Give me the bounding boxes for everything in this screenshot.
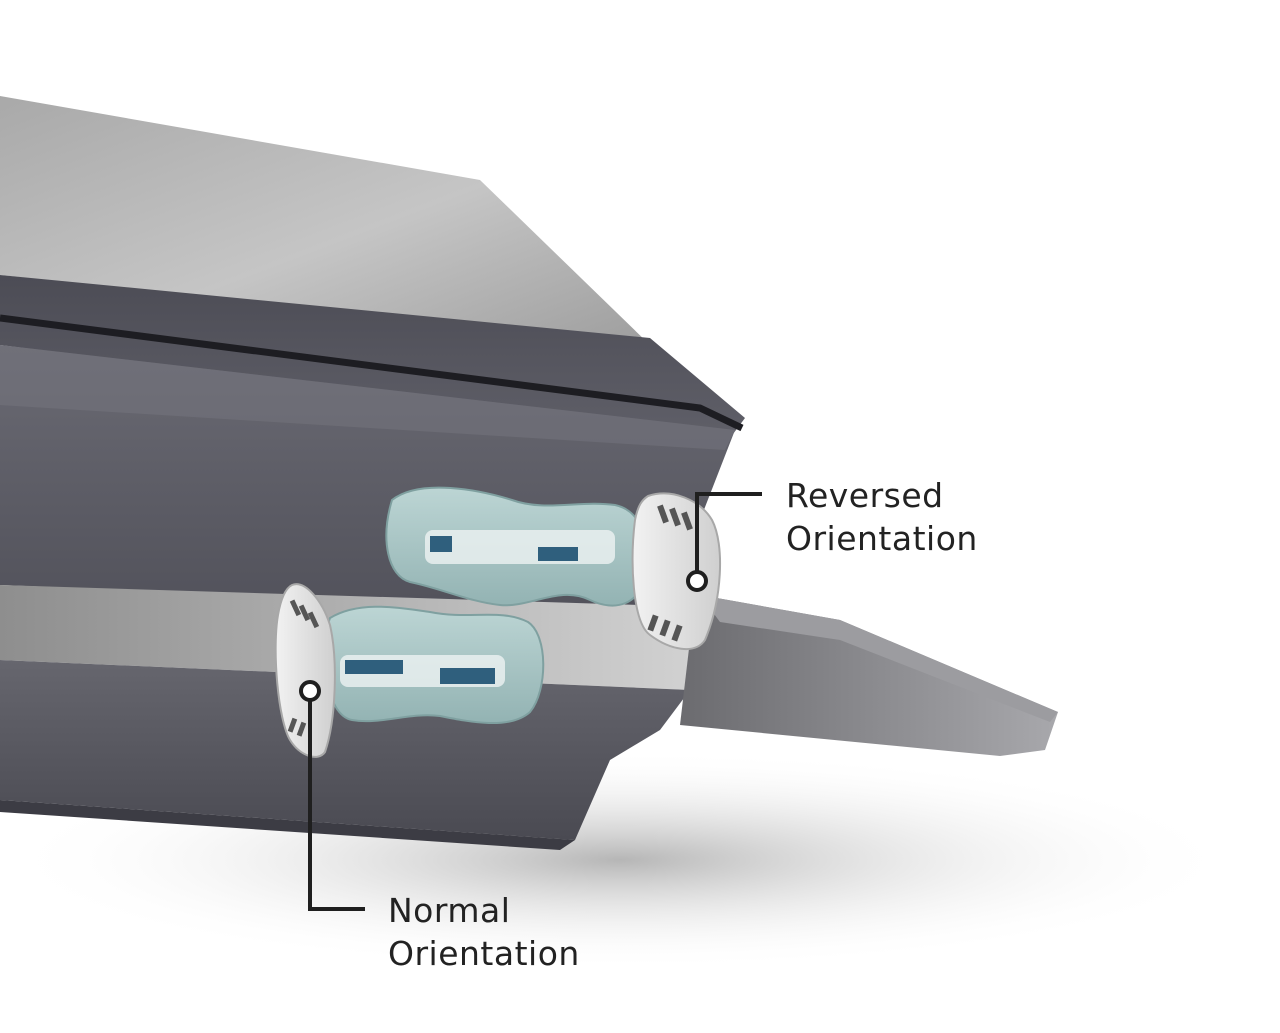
board-body-highlight — [0, 345, 735, 450]
fin-tab-top — [700, 595, 1058, 722]
fin-tab — [680, 595, 1058, 756]
callout-normal — [299, 680, 365, 911]
reversed-label-line2: Orientation — [786, 519, 978, 558]
normal-mount-vents — [287, 599, 320, 737]
normal-label-line2: Orientation — [388, 934, 580, 973]
fin-mount-normal-icon — [274, 583, 545, 758]
reversed-mount-key-right — [538, 547, 578, 561]
fin-mount-reversed-icon — [385, 486, 722, 651]
reversed-label-line1: Reversed — [786, 476, 944, 515]
rail-edge-line — [0, 314, 744, 432]
normal-orientation-label: Normal Orientation — [388, 889, 580, 975]
reversed-mount-vents — [647, 504, 693, 642]
callout-reversed-marker — [686, 570, 708, 592]
callout-reversed — [686, 492, 762, 592]
reversed-orientation-label: Reversed Orientation — [786, 474, 978, 560]
normal-label-line1: Normal — [388, 891, 511, 930]
reversed-mount-slot — [425, 530, 615, 564]
callout-normal-line — [308, 691, 365, 911]
normal-mount-key-left — [345, 660, 403, 674]
reversed-mount-key-left — [430, 536, 452, 552]
board-bottom-edge — [0, 800, 575, 850]
board-top-deck — [0, 96, 650, 345]
callout-normal-marker — [299, 680, 321, 702]
callout-reversed-line — [695, 492, 762, 581]
board-rail — [0, 275, 745, 438]
normal-mount-key-right — [440, 668, 495, 684]
